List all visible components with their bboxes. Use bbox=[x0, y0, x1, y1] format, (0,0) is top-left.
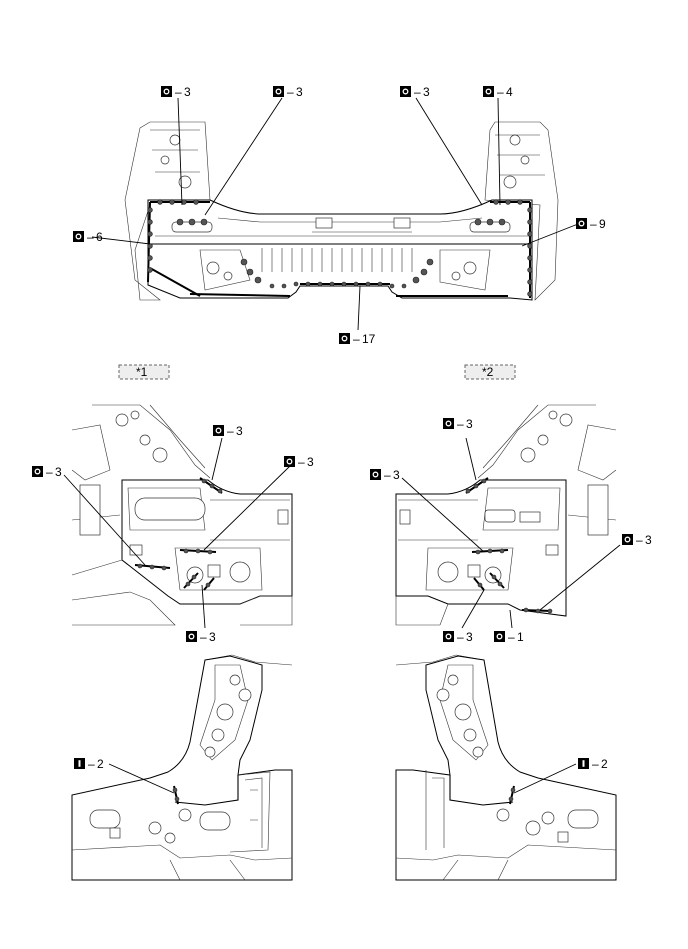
callout-sep: – bbox=[353, 332, 360, 346]
callout-top-3: – 3 bbox=[400, 85, 430, 99]
callout-number: 3 bbox=[393, 468, 400, 482]
callout-v1-bottom: – 2 bbox=[74, 757, 104, 771]
callout-sep: – bbox=[508, 630, 515, 644]
callout-v1-2: – 3 bbox=[284, 455, 314, 469]
rear-panel-view bbox=[91, 97, 579, 331]
variant-1-panel-detail bbox=[63, 404, 293, 629]
variant-tag-text: *2 bbox=[482, 365, 494, 379]
callout-number: 3 bbox=[236, 424, 243, 438]
callout-number: 3 bbox=[296, 85, 303, 99]
callout-number: 3 bbox=[184, 85, 191, 99]
callout-v1-3: – 3 bbox=[32, 465, 62, 479]
callout-sep: – bbox=[457, 630, 464, 644]
callout-top-4: – 4 bbox=[483, 85, 513, 99]
callout-sep: – bbox=[200, 630, 207, 644]
callout-sep: – bbox=[88, 757, 95, 771]
callout-top-6: – 9 bbox=[576, 217, 606, 231]
callout-number: 3 bbox=[466, 417, 473, 431]
callout-sep: – bbox=[590, 217, 597, 231]
callout-sep: – bbox=[46, 465, 53, 479]
variant-tag-text: *1 bbox=[136, 365, 148, 379]
callout-sep: – bbox=[227, 424, 234, 438]
callout-number: 9 bbox=[599, 217, 606, 231]
callout-v2-5: – 1 bbox=[494, 630, 524, 644]
callout-number: 3 bbox=[55, 465, 62, 479]
callout-sep: – bbox=[457, 417, 464, 431]
callout-top-2: – 3 bbox=[273, 85, 303, 99]
callout-sep: – bbox=[298, 455, 305, 469]
callout-top-1: – 3 bbox=[161, 85, 191, 99]
callout-number: 1 bbox=[517, 630, 524, 644]
callout-top-5: – 6 bbox=[73, 230, 103, 244]
callout-v2-4: – 3 bbox=[443, 630, 473, 644]
callout-sep: – bbox=[384, 468, 391, 482]
variant-2-panel-detail bbox=[395, 404, 621, 629]
callout-number: 2 bbox=[97, 757, 104, 771]
callout-v2-1: – 3 bbox=[443, 417, 473, 431]
callout-number: 3 bbox=[466, 630, 473, 644]
callout-v1-4: – 3 bbox=[186, 630, 216, 644]
callout-number: 3 bbox=[423, 85, 430, 99]
callout-number: 4 bbox=[506, 85, 513, 99]
callout-sep: – bbox=[497, 85, 504, 99]
callout-sep: – bbox=[287, 85, 294, 99]
callout-number: 17 bbox=[362, 332, 376, 346]
callout-sep: – bbox=[87, 230, 94, 244]
callout-sep: – bbox=[636, 533, 643, 547]
callout-number: 3 bbox=[209, 630, 216, 644]
variant-tag-1: *1 bbox=[118, 364, 170, 380]
callout-sep: – bbox=[414, 85, 421, 99]
callout-v1-1: – 3 bbox=[213, 424, 243, 438]
callout-sep: – bbox=[175, 85, 182, 99]
variant-tag-2: *2 bbox=[464, 364, 516, 380]
callout-v2-3: – 3 bbox=[622, 533, 652, 547]
callout-v2-bottom: – 2 bbox=[578, 757, 608, 771]
callout-number: 6 bbox=[96, 230, 103, 244]
callout-number: 3 bbox=[645, 533, 652, 547]
callout-top-7: – 17 bbox=[339, 332, 376, 346]
callout-number: 3 bbox=[307, 455, 314, 469]
callout-number: 2 bbox=[601, 757, 608, 771]
callout-v2-2: – 3 bbox=[370, 468, 400, 482]
variant-1-pillar-detail bbox=[71, 654, 293, 881]
variant-2-pillar-detail bbox=[395, 654, 617, 881]
callout-sep: – bbox=[592, 757, 599, 771]
